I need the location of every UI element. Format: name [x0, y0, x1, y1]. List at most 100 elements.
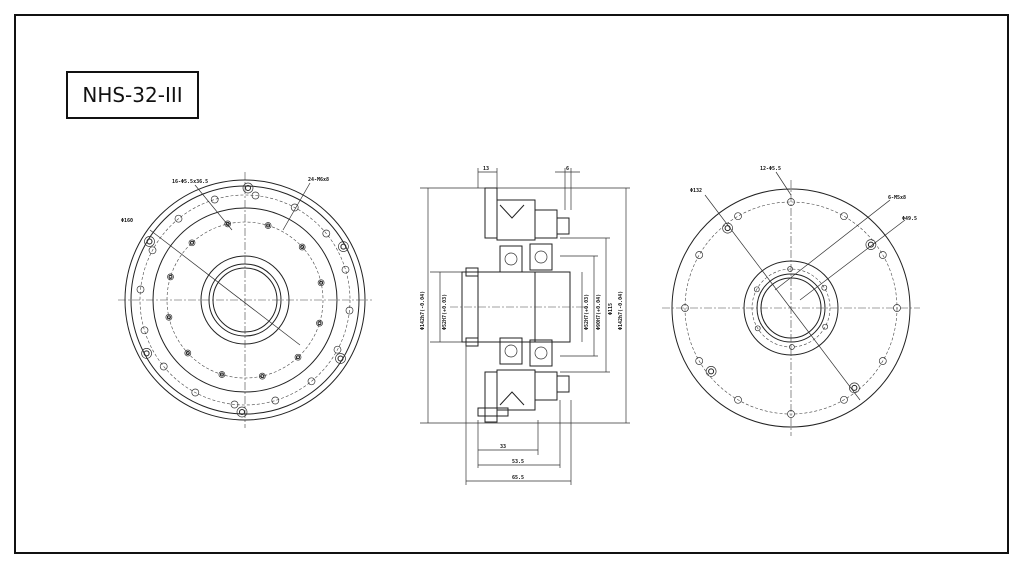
front-thread-hole-core: [143, 350, 150, 357]
front-thread-hole: [335, 353, 346, 364]
side-top-bearing-groove: [499, 204, 525, 219]
front-thread-hole-core: [340, 243, 347, 250]
front-thread-hole: [144, 236, 155, 247]
drawing-frame: [14, 14, 1009, 554]
side-diam-label-right-outer: Φ142h7(-0.04): [618, 291, 624, 330]
front-inner-hole-core: [300, 245, 305, 249]
back-outer-hole: [893, 304, 901, 312]
front-inner-hole-core: [266, 223, 271, 228]
front-inner-hole: [184, 349, 192, 357]
front-outer-hole: [322, 229, 331, 238]
front-callout-threads: 24-M6x8: [308, 177, 329, 183]
front-hole-pattern: [136, 182, 354, 418]
front-inner-hole: [218, 371, 226, 378]
front-outer-hole: [307, 377, 316, 386]
back-hole-pattern: [681, 198, 901, 418]
back-thread-hole-core: [851, 384, 858, 391]
front-outer-hole: [210, 195, 219, 204]
front-inner-hole-core: [166, 315, 171, 320]
side-bottom-cup: [534, 371, 558, 401]
side-dim-label-65: 65.5: [512, 475, 524, 481]
back-inner-hole: [753, 286, 760, 293]
front-thread-hole-core: [245, 185, 251, 191]
side-bottom-bearing-groove: [499, 391, 525, 406]
front-inner-hole-core: [319, 280, 324, 285]
front-thread-leader: [282, 182, 311, 231]
front-outer-hole: [174, 214, 183, 223]
back-diam-leader: [704, 194, 861, 401]
back-inner-hole: [822, 323, 829, 330]
front-diam-leader: [149, 229, 301, 346]
front-view: 16-Φ5.5x36.5 24-M6x8 Φ160: [118, 172, 372, 428]
front-hole-leader: [194, 184, 233, 231]
front-thread-hole-core: [146, 238, 153, 245]
side-top-wave-ball: [534, 250, 548, 264]
front-inner-hole-core: [168, 274, 173, 279]
front-outer-hole: [230, 400, 239, 409]
back-hole-leader: [775, 171, 792, 196]
side-dim-label-33: 33: [500, 444, 506, 450]
back-outer-hole: [695, 251, 704, 259]
front-inner-hole: [258, 372, 266, 380]
front-thread-hole: [236, 406, 248, 418]
side-diam-label-right-115: Φ115: [608, 303, 614, 315]
back-inner-hole: [789, 344, 795, 350]
front-inner-hole: [167, 273, 174, 281]
front-outer-hole: [140, 326, 149, 335]
side-diam-label-left-inner: Φ52H7(+0.03): [442, 294, 448, 330]
side-top-flexspline: [496, 199, 536, 241]
side-dim-label-53: 53.5: [512, 459, 524, 465]
front-outer-hole: [345, 306, 354, 315]
front-inner-hole-core: [219, 372, 224, 377]
front-inner-hole: [298, 243, 306, 251]
side-diam-label-right-52: Φ52H7(+0.03): [584, 294, 590, 330]
side-top-bearing: [499, 245, 523, 273]
back-thread-hole: [849, 382, 860, 394]
side-dim-label-13: 13: [483, 166, 489, 172]
side-bottom-ball: [504, 344, 518, 358]
side-bottom-flexspline: [496, 369, 536, 411]
side-top-outer-ring: [484, 187, 498, 239]
side-bottom-wave-bearing: [529, 339, 553, 367]
side-bottom-outer-ring: [484, 371, 498, 423]
back-outer-hole: [734, 395, 742, 404]
front-inner-hole: [224, 220, 232, 228]
side-section-view: 13 6 33 53.5 65.5 Φ142h7(-0.04) Φ52H7(+0…: [420, 166, 630, 485]
front-inner-hole-core: [317, 321, 322, 326]
back-callout-bore: Φ49.5: [902, 216, 917, 222]
back-outer-hole: [734, 212, 742, 221]
back-thread-hole: [722, 222, 733, 234]
front-outer-hole: [159, 362, 168, 371]
back-callout-diameter: Φ132: [690, 188, 702, 194]
front-thread-hole: [242, 182, 254, 194]
front-thread-hole-core: [337, 355, 344, 362]
back-inner-hole: [821, 284, 828, 291]
side-bottom-bolt: [477, 407, 509, 417]
front-thread-hole: [141, 348, 152, 359]
front-inner-hole-core: [296, 355, 300, 360]
back-thread-hole-core: [867, 241, 874, 248]
front-inner-hole-core: [185, 351, 190, 355]
front-callout-holes: 16-Φ5.5x36.5: [172, 179, 208, 185]
side-diam-label-left-outer: Φ142h7(-0.04): [420, 291, 426, 330]
back-inner-hole: [754, 325, 761, 332]
side-bottom-wave-ball: [534, 346, 548, 360]
back-outer-hole: [840, 395, 848, 404]
front-inner-hole-core: [260, 374, 265, 379]
back-outer-hole: [787, 198, 795, 206]
side-bottom-seal: [556, 375, 570, 393]
back-outer-hole: [695, 357, 704, 365]
back-thread-hole-core: [708, 368, 715, 375]
front-callout-diameter: Φ160: [121, 218, 133, 224]
back-thread-hole-core: [724, 225, 731, 232]
side-bottom-bearing: [499, 337, 523, 365]
side-top-clip: [465, 267, 479, 277]
back-outer-hole: [878, 251, 887, 259]
front-outer-hole: [341, 265, 350, 274]
front-inner-hole: [317, 279, 325, 287]
back-thread-leader: [774, 199, 891, 291]
side-top-seal: [556, 217, 570, 235]
front-outer-hole: [251, 191, 260, 200]
back-bore-leader: [799, 219, 906, 301]
